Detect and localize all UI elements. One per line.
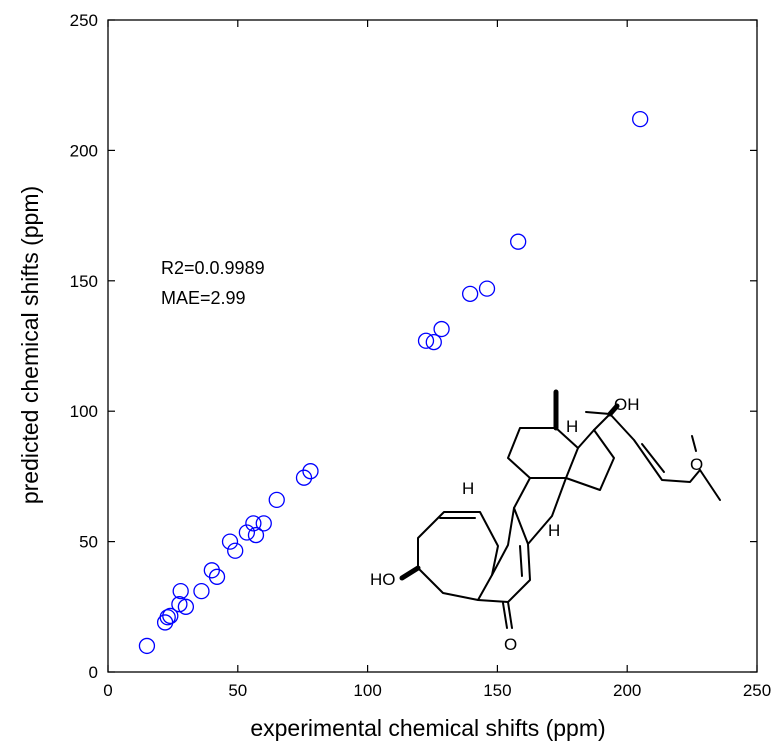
data-point [510,233,527,250]
data-point [221,533,239,550]
x-tick-label: 50 [228,681,247,700]
y-tick-label: 250 [70,11,98,30]
data-point [193,583,210,600]
atom-o-methoxy: O [690,455,703,474]
data-point [238,524,256,541]
side-chain [593,413,701,483]
atom-oh-top: OH [614,395,640,414]
seven-ring [417,511,499,601]
data-point [162,607,179,625]
y-tick-label: 100 [70,402,98,421]
x-tick-label: 250 [743,681,771,700]
bridge [491,507,515,576]
methyl-c20 [585,411,611,415]
mae-annotation: MAE=2.99 [161,288,246,308]
ring-d [565,429,615,491]
data-point [268,491,285,509]
data-point [203,562,220,579]
data-point [247,526,265,544]
atom-ho: HO [370,570,396,589]
data-point [433,320,450,338]
x-tick-label: 0 [103,681,112,700]
data-point [138,637,156,655]
y-tick-label: 150 [70,272,98,291]
data-point [302,463,319,480]
x-tick-labels: 0 50 100 150 200 250 [103,681,771,700]
data-point [478,280,496,297]
y-tick-label: 50 [79,533,98,552]
methoxy-methyl [691,435,697,452]
axes-frame [107,19,758,673]
data-point [159,609,176,626]
data-point [245,515,262,532]
x-tick-label: 100 [353,681,381,700]
y-tick-label: 200 [70,141,98,160]
x-axis-title: experimental chemical shifts (ppm) [250,715,605,741]
data-point [208,568,226,585]
x-tick-label: 200 [613,681,641,700]
c20-oh-bond [607,403,620,417]
hydroxyl-bond [399,565,421,581]
data-point [172,583,189,600]
atom-h-bottom: H [548,521,560,540]
x-tick-label: 150 [483,681,511,700]
data-point [417,332,435,349]
data-point [177,598,195,615]
ketone-bond [507,601,513,629]
ring-c-lower [527,477,567,545]
data-point [461,285,479,302]
data-point [255,515,272,532]
plot-frame [107,19,758,673]
data-points [138,110,649,655]
data-point [425,333,442,351]
data-point [227,542,244,559]
data-point [632,110,649,128]
r2-annotation: R2=0.0.9989 [161,258,265,278]
y-tick-label: 0 [89,663,98,682]
atom-o-ketone: O [504,635,517,654]
atom-h-top: H [566,417,578,436]
data-point [295,469,313,486]
enone-double-bond [519,545,523,577]
molecule-structure [399,389,721,629]
ketone-bond-2 [502,602,508,629]
side-chain-double-bond [641,443,665,473]
y-tick-labels: 0 50 100 150 200 250 [70,11,98,682]
axis-ticks [107,19,758,673]
ketone-ring [477,477,531,603]
methoxy-chain [699,469,721,501]
atom-h-left: H [462,479,474,498]
y-axis-title: predicted chemical shifts (ppm) [17,186,43,504]
